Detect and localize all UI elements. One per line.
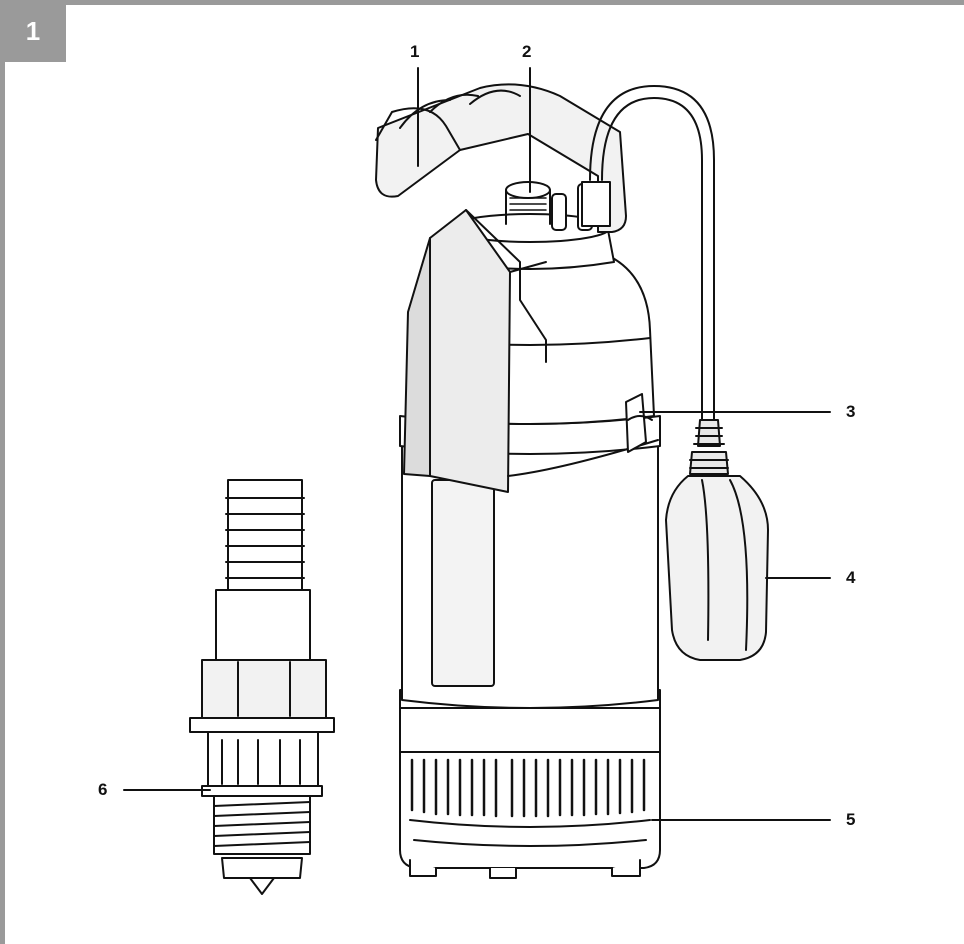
callout-2: 2 bbox=[522, 42, 532, 61]
callout-6: 6 bbox=[98, 780, 108, 799]
callout-3: 3 bbox=[846, 402, 856, 421]
callout-5: 5 bbox=[846, 810, 856, 829]
leader-lines bbox=[123, 67, 831, 821]
hose-connector bbox=[189, 479, 335, 895]
cable-clip bbox=[625, 393, 647, 453]
pump-base bbox=[399, 689, 661, 869]
pump-outlet bbox=[505, 181, 551, 199]
callout-4: 4 bbox=[846, 568, 856, 587]
figure-frame-left bbox=[0, 0, 5, 944]
float-cable bbox=[589, 85, 715, 421]
callout-1: 1 bbox=[410, 42, 420, 61]
pump-handle bbox=[375, 83, 627, 233]
intake-slots bbox=[410, 758, 646, 818]
figure-number-badge: 1 bbox=[0, 0, 66, 62]
submersible-pump bbox=[375, 83, 661, 879]
figure-frame-top bbox=[0, 0, 964, 5]
float-body bbox=[665, 475, 769, 661]
float-switch bbox=[665, 419, 769, 661]
